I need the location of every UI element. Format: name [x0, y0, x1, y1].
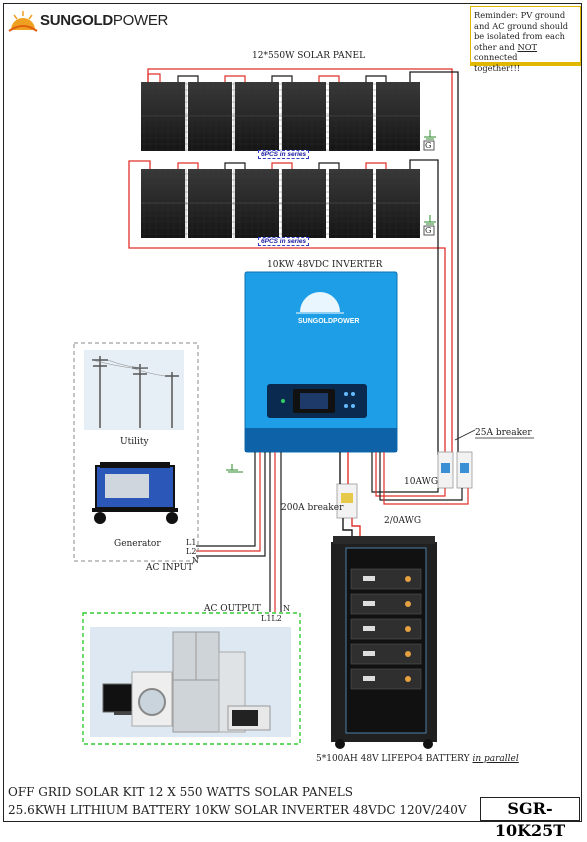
- ac-input-l2: L2: [186, 547, 197, 556]
- panels-title: 12*550W SOLAR PANEL: [252, 51, 366, 61]
- solar-panel-row-2: [141, 169, 420, 238]
- battery-rack: [331, 536, 437, 749]
- battery-caption-italic: in parallel: [472, 754, 519, 764]
- series-tag-string-2: 6PCS in series: [258, 237, 310, 246]
- generator-image: [85, 455, 184, 529]
- ac-load-box: [82, 612, 301, 745]
- breaker-25a-label: 25A breaker: [475, 428, 532, 438]
- sun-logo-icon: [8, 11, 38, 32]
- ac-output-label: AC OUTPUT: [204, 604, 261, 614]
- ac-output-n: N: [283, 604, 290, 613]
- battery-caption: 5*100AH 48V LIFEPO4 BATTERY in parallel: [316, 754, 519, 764]
- appliances-image: [90, 627, 291, 737]
- ac-source-box: [73, 342, 199, 562]
- pv-breakers: [336, 451, 473, 519]
- inverter-title: 10KW 48VDC INVERTER: [267, 260, 383, 270]
- reminder-line: and AC ground should: [474, 20, 569, 31]
- reminder-line: together!!!: [474, 62, 521, 73]
- brand-name-bold: SUNGOLD: [40, 12, 113, 29]
- ground-reminder-box: Reminder: PV ground and AC ground should…: [470, 6, 581, 73]
- brand-logo: SUNGOLDPOWER: [8, 8, 168, 34]
- diagram-frame: [3, 3, 582, 822]
- inverter-ground-icon: [226, 464, 238, 473]
- solar-panel-row-1: [141, 82, 420, 151]
- footer-line-1: OFF GRID SOLAR KIT 12 X 550 WATTS SOLAR …: [8, 785, 353, 799]
- pv-ground-icon: [423, 130, 436, 236]
- inverter-unit: [244, 271, 398, 453]
- utility-label: Utility: [120, 437, 149, 447]
- ac-output-l1l2: L1L2: [261, 614, 282, 623]
- footer-line-2: 25.6KWH LITHIUM BATTERY 10KW SOLAR INVER…: [8, 803, 467, 817]
- breaker-200a-label: 200A breaker: [281, 503, 344, 513]
- reminder-line: Reminder: PV ground: [474, 10, 566, 20]
- series-tag-string-1: 6PCS in series: [258, 150, 310, 159]
- model-number: SGR-10K25T: [480, 797, 580, 840]
- utility-poles-image: [84, 350, 184, 430]
- generator-label: Generator: [114, 539, 161, 549]
- awg-2-0-label: 2/0AWG: [384, 516, 422, 526]
- ac-input-n: N: [192, 556, 199, 565]
- reminder-line: be isolated from each: [474, 31, 565, 41]
- reminder-line: other and NOT connected: [474, 41, 538, 63]
- inverter-logo: SUNGOLDPOWER: [298, 318, 360, 325]
- pv-ground-label: G: [425, 226, 432, 235]
- ac-input-label: AC INPUT: [146, 563, 194, 573]
- pv-ground-label: G: [425, 141, 432, 150]
- awg-10-label: 10AWG: [404, 477, 439, 487]
- brand-name-light: POWER: [112, 12, 169, 29]
- ac-input-l1: L1: [186, 538, 197, 547]
